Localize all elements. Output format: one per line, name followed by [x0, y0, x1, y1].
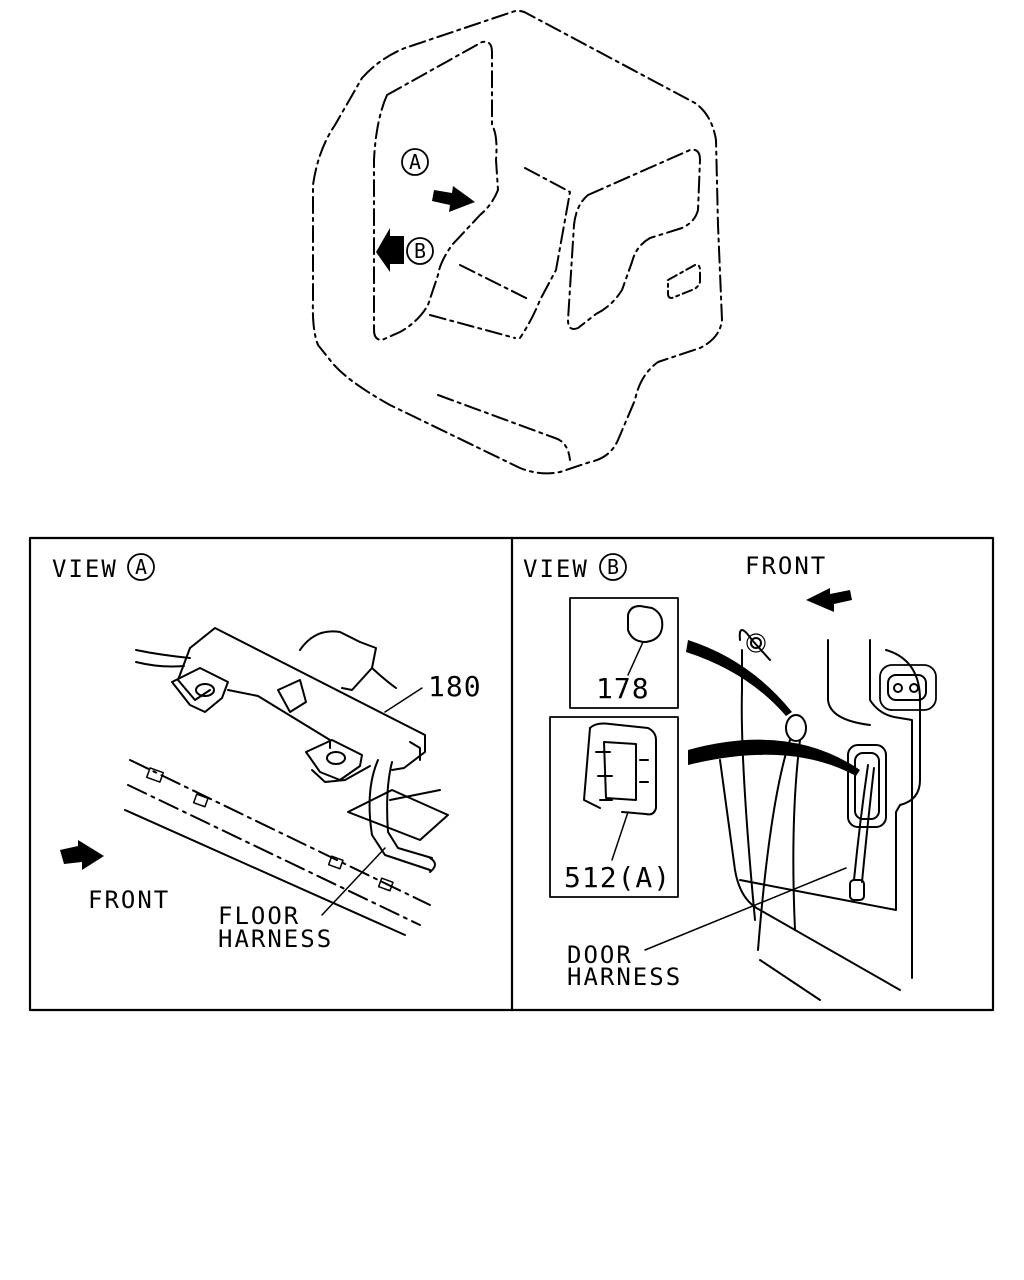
- door-harness-label-1: DOOR: [567, 941, 633, 969]
- pointer-512a: [688, 739, 860, 776]
- door-harness-connector: [849, 879, 865, 901]
- view-b-title: VIEW: [523, 555, 589, 583]
- door-clip: [785, 714, 807, 742]
- part-number-178: 178: [596, 672, 650, 705]
- view-a-letter-circle: [127, 553, 155, 581]
- callout-b-circle: [406, 237, 434, 265]
- cab-rear-window: [567, 148, 701, 330]
- view-a-title: VIEW: [52, 555, 118, 583]
- view-b-front-arrow: [806, 588, 852, 612]
- floor-plate: [347, 789, 449, 841]
- bracket-180: [171, 627, 426, 783]
- view-b: VIEW B FRONT 178 512(A): [523, 552, 937, 1001]
- floor-harness-cable-main: [368, 759, 433, 871]
- door-harness-label-2: HARNESS: [567, 963, 682, 991]
- floor-harness-label-2: HARNESS: [218, 925, 333, 953]
- floor-harness-cable-left: [135, 649, 191, 668]
- clip-178: [627, 605, 664, 643]
- grommet-512a: [583, 722, 657, 816]
- view-a-front-label: FRONT: [88, 886, 170, 914]
- cab-side-vent: [667, 263, 701, 299]
- cab-door-frame: [373, 40, 499, 341]
- floor-harness-label-1: FLOOR: [218, 902, 300, 930]
- cab-outline: [311, 9, 723, 475]
- callout-a-arrow: [432, 186, 475, 212]
- view-b-front-label: FRONT: [745, 552, 827, 580]
- callout-a-circle: [401, 148, 429, 176]
- cab-overview: A B: [311, 9, 723, 475]
- callout-a-label: A: [409, 150, 421, 174]
- view-a: VIEW A: [52, 553, 482, 953]
- door-grommet-hole: [847, 744, 887, 828]
- view-a-letter: A: [135, 555, 147, 579]
- detail-box-512a: [549, 716, 679, 898]
- pointer-178: [686, 640, 792, 716]
- view-a-front-arrow: [60, 840, 104, 870]
- callout-b-arrow: [376, 228, 404, 272]
- floor-anchor-points: [145, 767, 394, 892]
- part-number-180: 180: [428, 670, 482, 703]
- callout-b-label: B: [414, 239, 426, 263]
- detail-box-178: [569, 597, 679, 709]
- door-hinge: [879, 664, 937, 711]
- view-b-letter: B: [607, 555, 619, 579]
- view-b-letter-circle: [599, 553, 627, 581]
- part-number-512a: 512(A): [564, 861, 671, 894]
- door-harness-cable: [757, 739, 801, 951]
- cab-seat-box: [519, 167, 571, 339]
